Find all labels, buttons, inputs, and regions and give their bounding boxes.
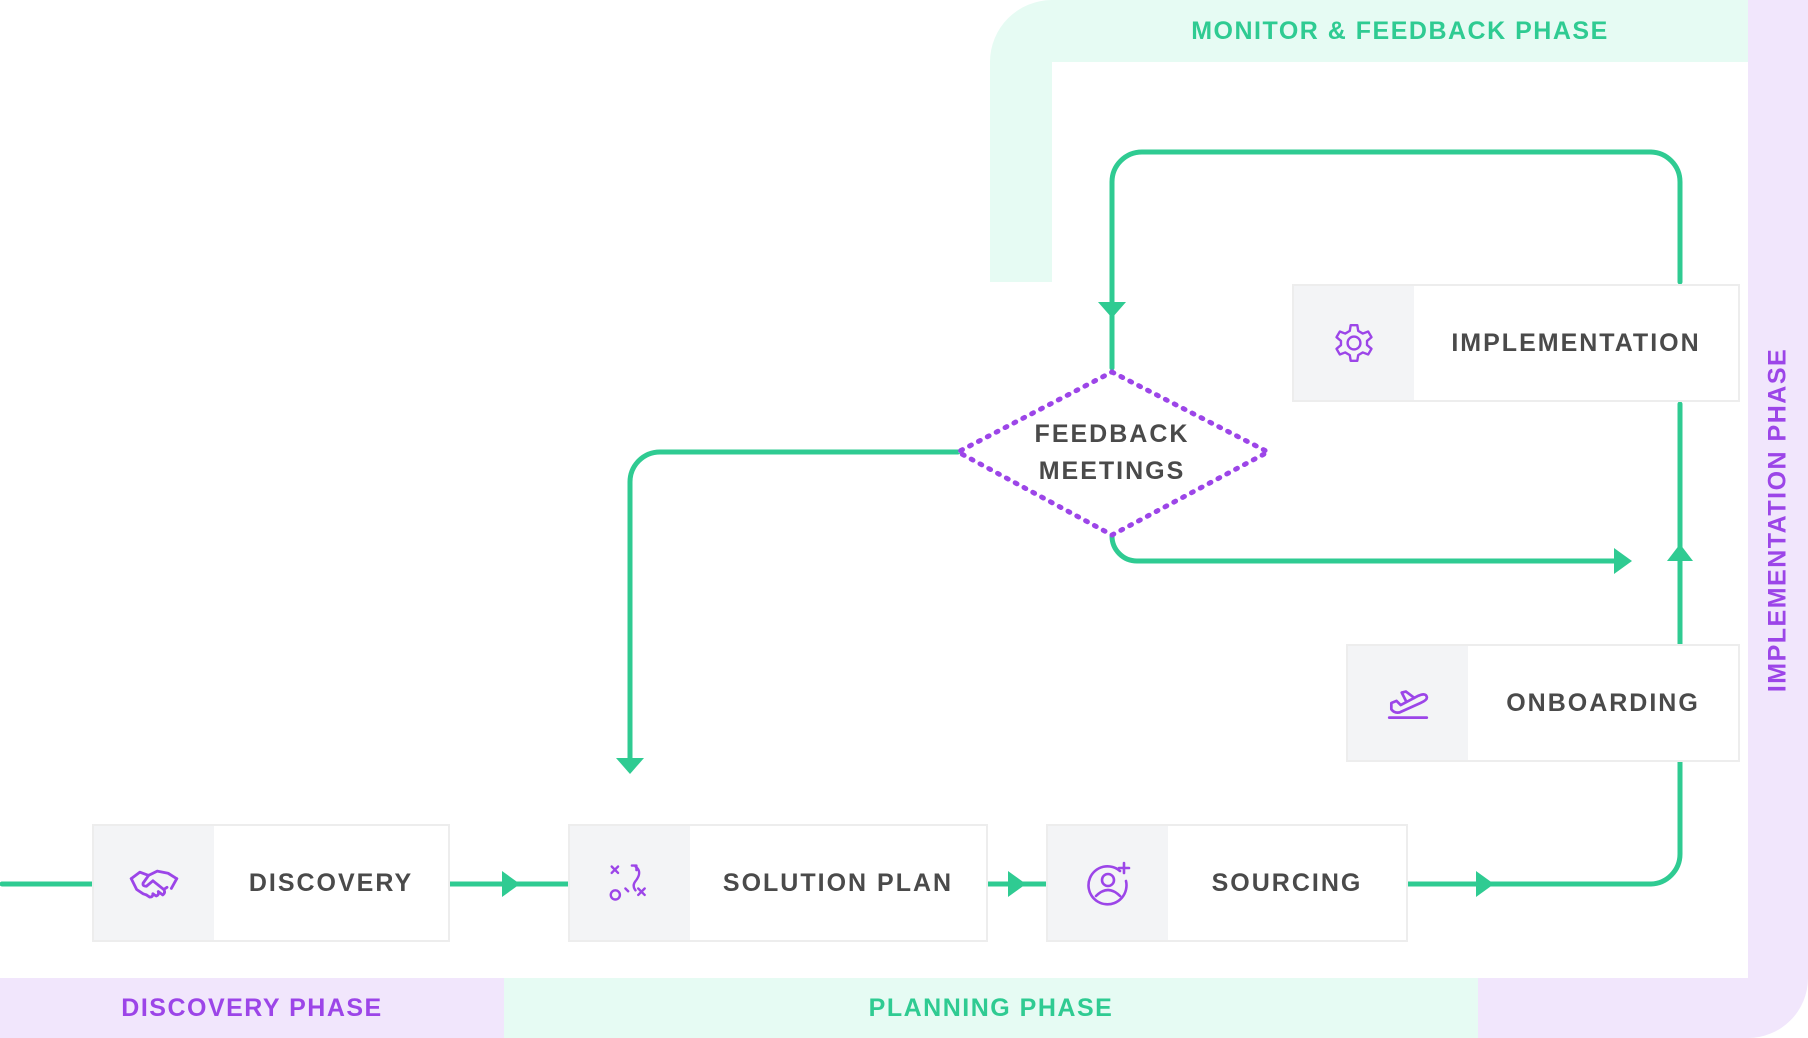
monitor-band: [990, 0, 1748, 282]
step-onboarding-icon-cell: [1348, 646, 1468, 760]
step-sourcing-label: SOURCING: [1211, 868, 1363, 897]
step-sourcing-icon-cell: [1048, 826, 1168, 940]
connector-feedback-implementation: [1109, 533, 1623, 564]
step-onboarding: ONBOARDING: [1346, 644, 1740, 762]
handshake-icon: [129, 869, 179, 899]
connector-feedback-solution: [627, 449, 961, 773]
step-solution-plan-label: SOLUTION PLAN: [722, 868, 954, 897]
gear-icon: [1335, 324, 1373, 362]
step-implementation: IMPLEMENTATION: [1292, 284, 1740, 402]
strategy-play-icon: [609, 864, 646, 901]
phase-label-discovery: DISCOVERY PHASE: [121, 993, 383, 1022]
step-implementation-label: IMPLEMENTATION: [1451, 328, 1701, 357]
feedback-decision-line1: FEEDBACK: [1034, 420, 1190, 448]
arrowhead-feedback-solution: [616, 758, 644, 774]
feedback-decision-label: FEEDBACK MEETINGS: [1012, 416, 1212, 490]
feedback-decision-diamond: [952, 369, 1274, 538]
feedback-decision-line2: MEETINGS: [1038, 457, 1186, 485]
arrowhead-onboarding-implementation: [1667, 544, 1693, 561]
phase-label-monitor: MONITOR & FEEDBACK PHASE: [1191, 16, 1609, 45]
arrowhead-discovery-solution: [502, 871, 520, 897]
planning-band: [504, 978, 1478, 1038]
arrowhead-sourcing-onboarding: [1476, 871, 1494, 897]
step-solution-plan-icon-cell: [570, 826, 690, 940]
step-discovery-icon-cell: [94, 826, 214, 940]
connector-sourcing-onboarding: [1405, 759, 1683, 887]
phase-label-planning: PLANNING PHASE: [868, 993, 1114, 1022]
step-discovery-label: DISCOVERY: [248, 868, 414, 897]
step-sourcing: SOURCING: [1046, 824, 1408, 942]
step-onboarding-label: ONBOARDING: [1506, 688, 1700, 717]
arrowhead-feedback-implementation: [1614, 548, 1632, 574]
arrowhead-solution-sourcing: [1008, 871, 1026, 897]
connector-implementation-feedback: [1109, 149, 1683, 371]
step-solution-plan: SOLUTION PLAN: [568, 824, 988, 942]
step-implementation-icon-cell: [1294, 286, 1414, 400]
add-user-icon: [1087, 861, 1131, 906]
arrowhead-implementation-feedback: [1098, 302, 1126, 318]
airplane-takeoff-icon: [1387, 690, 1429, 719]
step-discovery: DISCOVERY: [92, 824, 450, 942]
